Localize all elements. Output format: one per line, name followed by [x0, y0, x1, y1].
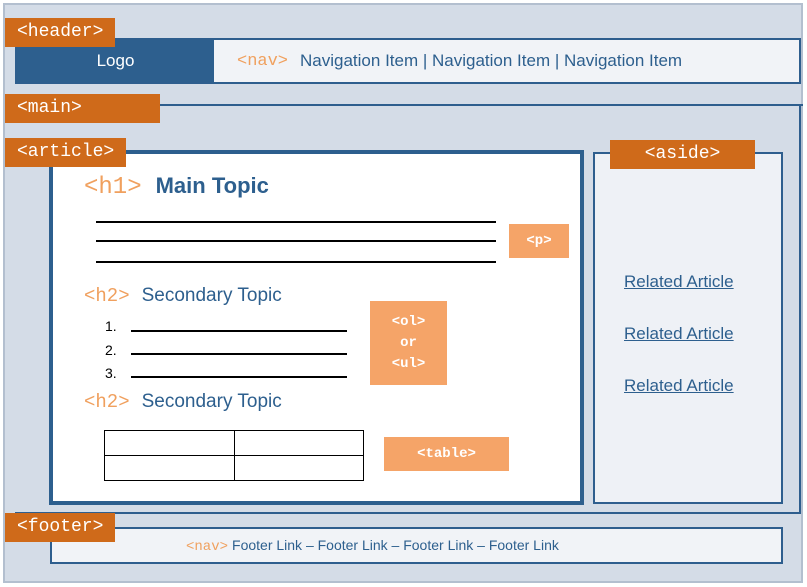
footer-tag-label: <footer> — [5, 513, 116, 542]
paragraph-line — [96, 240, 496, 242]
main-tag-label: <main> — [5, 94, 160, 123]
secondary-topic-title: Secondary Topic — [141, 285, 282, 306]
secondary-topic-title: Secondary Topic — [141, 391, 282, 412]
ul-tag-text: <ul> — [391, 355, 426, 372]
related-article-link[interactable]: Related Article — [624, 272, 734, 291]
related-article-link[interactable]: Related Article — [624, 324, 734, 343]
list-item-line — [131, 330, 347, 332]
list-number: 3. — [105, 365, 117, 381]
h2-heading: <h2> Secondary Topic — [84, 391, 282, 413]
footer-nav: <nav> Footer Link – Footer Link – Footer… — [186, 537, 559, 555]
main-region — [15, 104, 801, 514]
h1-heading: <h1> Main Topic — [84, 173, 269, 201]
navigation-items: Navigation Item | Navigation Item | Navi… — [300, 51, 683, 70]
list-tag-label: <ol> or <ul> — [370, 301, 447, 385]
nav-tag-label: <nav> — [237, 51, 289, 71]
paragraph-line — [96, 221, 496, 223]
list-item-line — [131, 353, 347, 355]
related-article-link[interactable]: Related Article — [624, 376, 734, 395]
h1-tag-label: <h1> — [84, 174, 142, 201]
h2-tag-label: <h2> — [84, 285, 130, 307]
p-tag-label: <p> — [509, 224, 569, 258]
table-cell — [233, 430, 364, 456]
footer-links: Footer Link – Footer Link – Footer Link … — [232, 537, 559, 553]
list-number: 1. — [105, 318, 117, 334]
h2-heading: <h2> Secondary Topic — [84, 285, 282, 307]
header-nav: <nav> Navigation Item | Navigation Item … — [237, 40, 682, 82]
header-tag-label: <header> — [5, 18, 116, 47]
aside-region — [593, 152, 783, 504]
aside-tag-label: <aside> — [610, 140, 755, 169]
table-cell — [233, 455, 364, 481]
list-number: 2. — [105, 342, 117, 358]
footer-nav-tag-label: <nav> — [186, 539, 229, 555]
main-top-border — [160, 104, 803, 106]
footer-region — [50, 527, 783, 564]
list-item-line — [131, 376, 347, 378]
logo: Logo — [17, 40, 214, 82]
h2-tag-label: <h2> — [84, 391, 130, 413]
table-cell — [104, 430, 235, 456]
or-text: or — [400, 334, 417, 351]
paragraph-line — [96, 261, 496, 263]
header-region: Logo <nav> Navigation Item | Navigation … — [15, 38, 801, 84]
main-topic-title: Main Topic — [155, 173, 269, 198]
sample-table — [104, 430, 364, 481]
table-tag-label: <table> — [384, 437, 509, 471]
table-cell — [104, 455, 235, 481]
article-tag-label: <article> — [5, 138, 127, 167]
ol-tag-text: <ol> — [391, 313, 426, 330]
